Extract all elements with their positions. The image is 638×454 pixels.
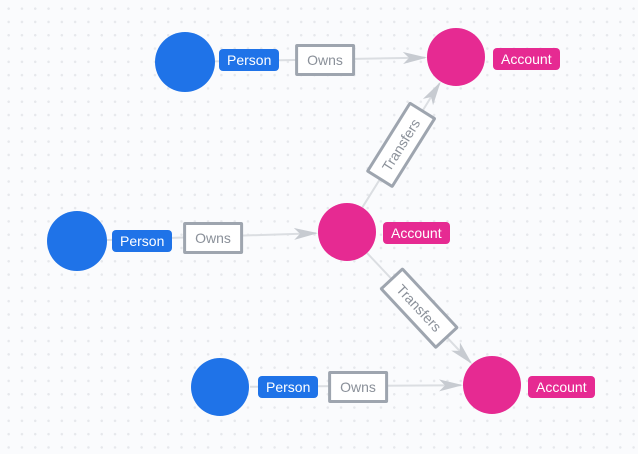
node-account-3[interactable]: [463, 356, 521, 414]
node-account-2[interactable]: [318, 203, 376, 261]
node-label-person-1[interactable]: Person: [219, 49, 280, 71]
node-label-person-3[interactable]: Person: [258, 376, 319, 398]
node-label-account-2[interactable]: Account: [383, 222, 450, 244]
node-account-1[interactable]: [427, 28, 485, 86]
edge-label-owns-2[interactable]: Owns: [183, 222, 243, 254]
node-label-person-2[interactable]: Person: [112, 230, 173, 252]
node-person-1[interactable]: [155, 32, 215, 92]
node-label-account-3[interactable]: Account: [528, 376, 595, 398]
node-label-account-1[interactable]: Account: [493, 48, 560, 70]
edge-label-owns-3[interactable]: Owns: [328, 371, 388, 403]
node-person-3[interactable]: [191, 358, 249, 416]
edge-label-owns-1[interactable]: Owns: [295, 44, 355, 76]
node-person-2[interactable]: [47, 211, 107, 271]
